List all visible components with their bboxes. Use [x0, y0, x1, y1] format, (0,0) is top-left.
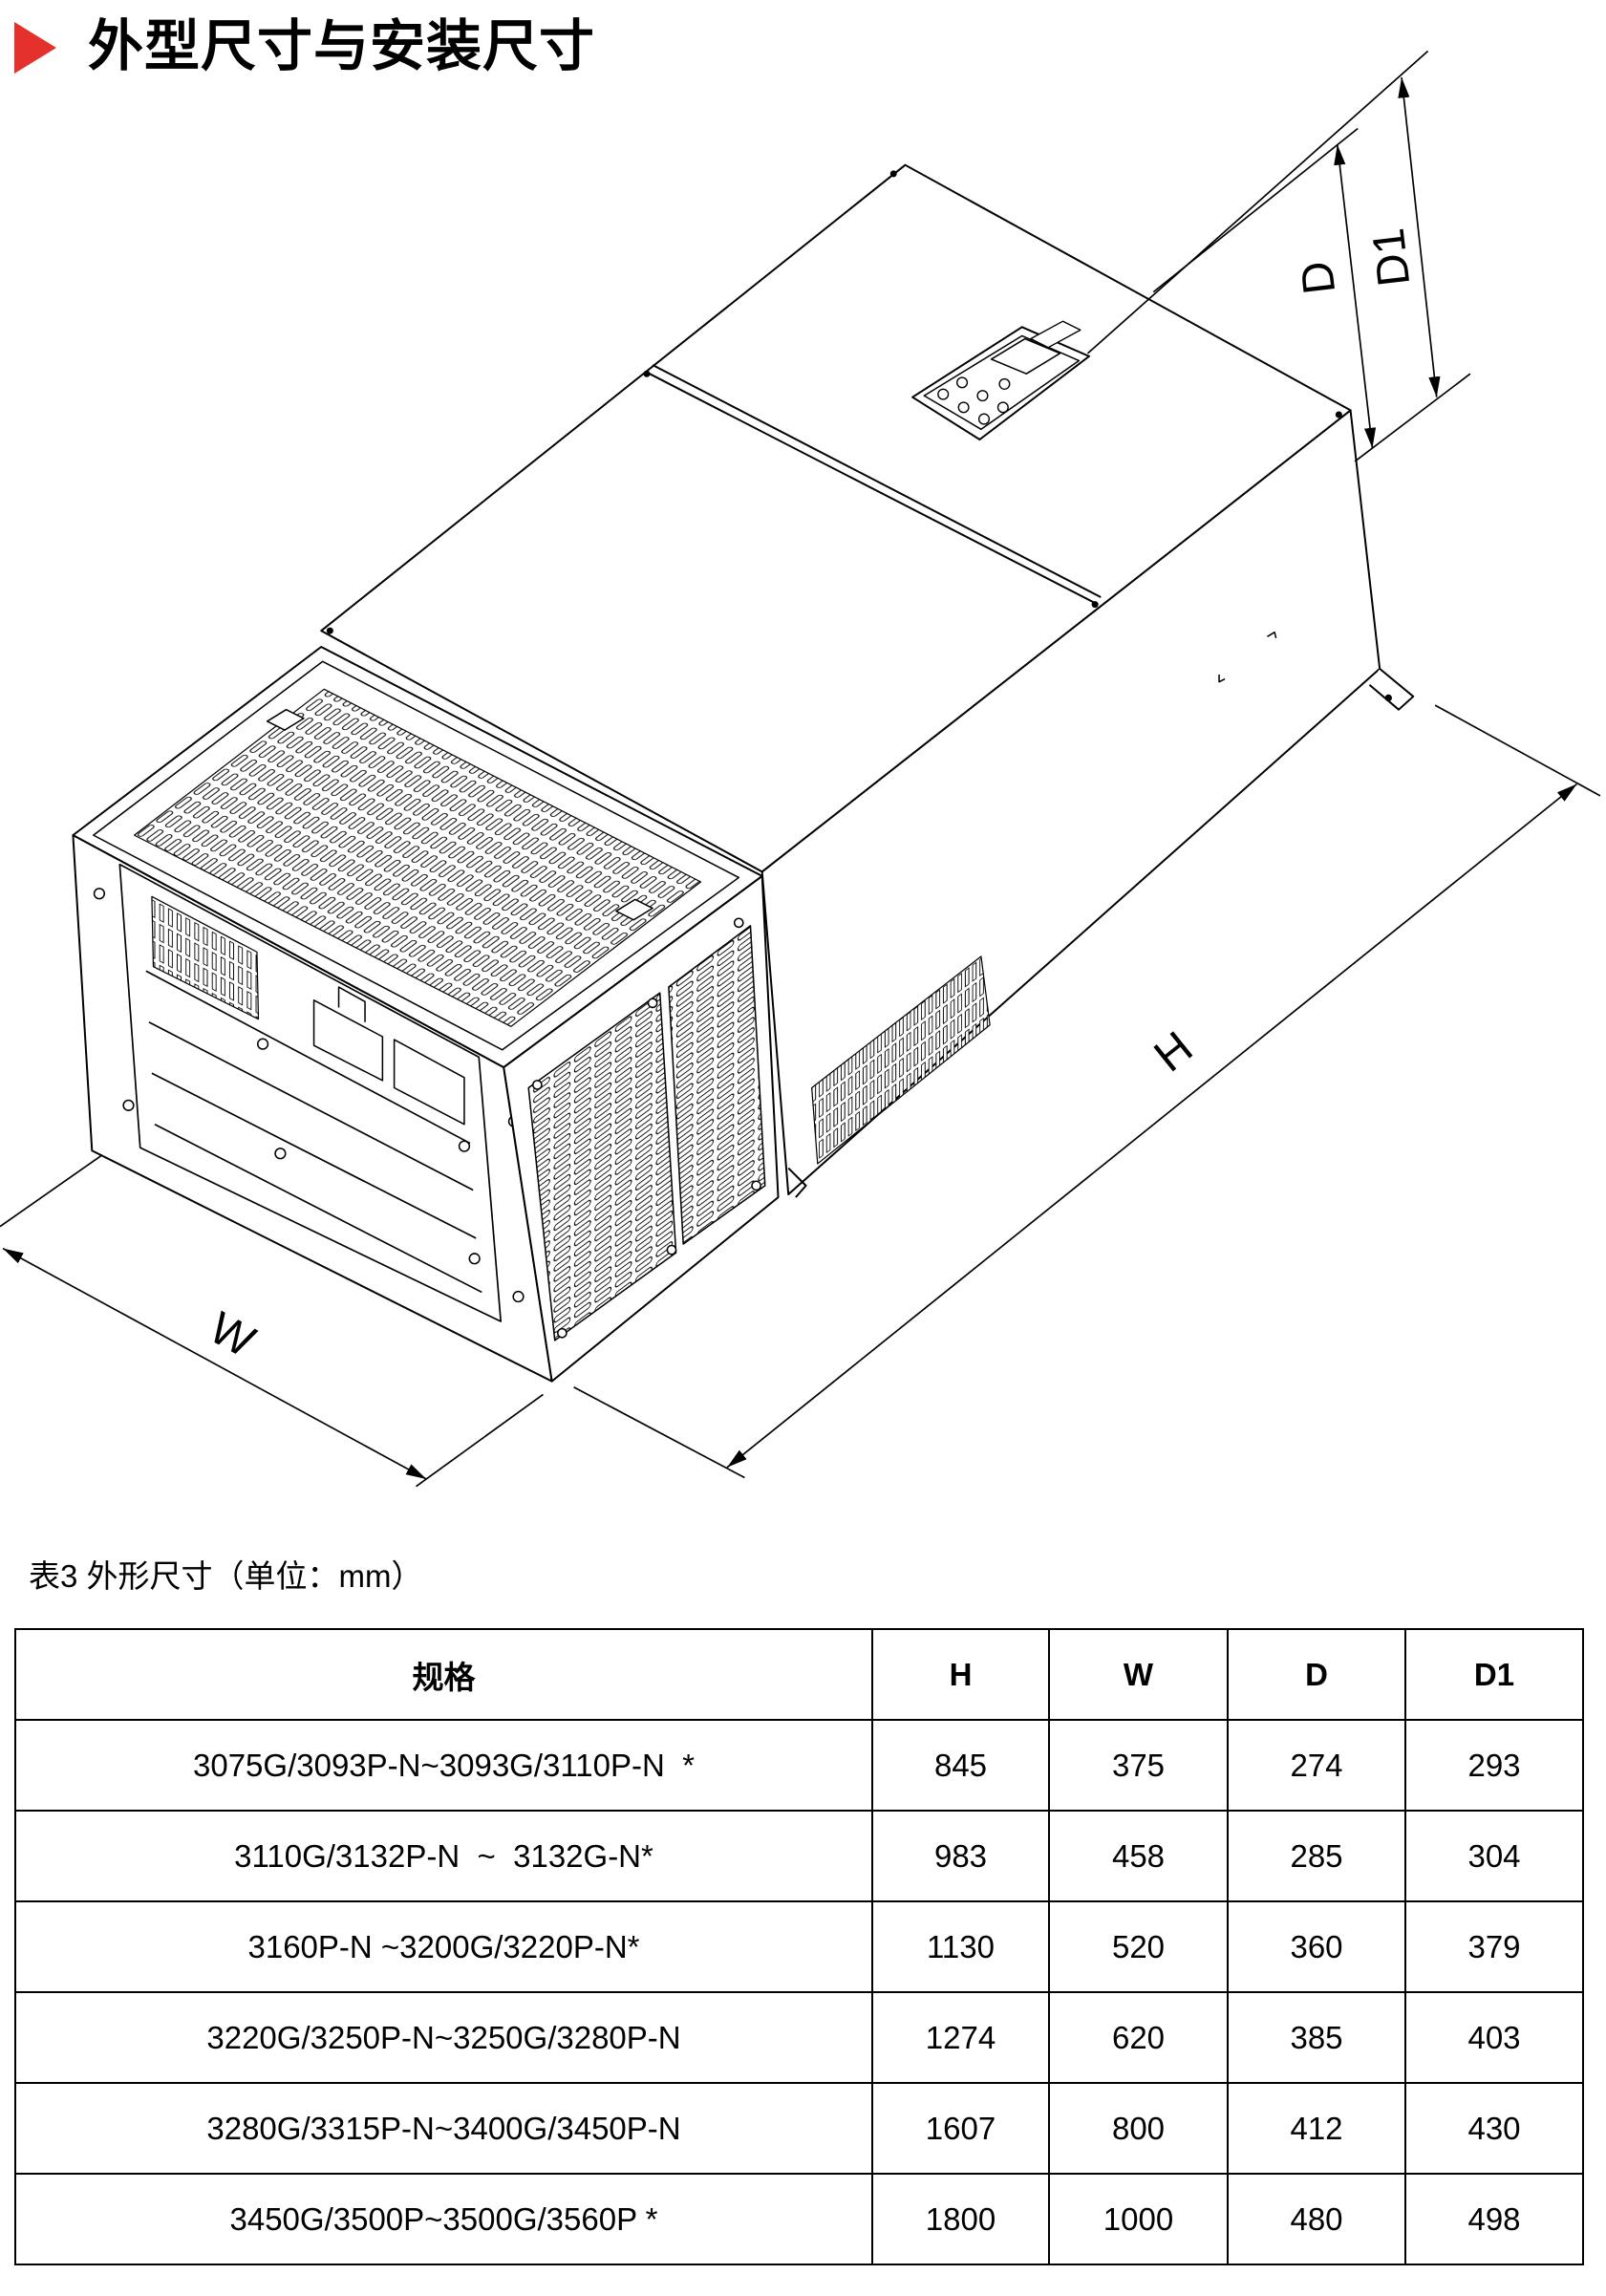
cell-w: 1000 [1048, 2173, 1229, 2265]
dimensions-table: 规格 H W D D1 3075G/3093P-N~3093G/3110P-N … [14, 1628, 1584, 2265]
cell-d1: 379 [1404, 1900, 1584, 1993]
cell-w: 620 [1048, 1991, 1229, 2084]
table-row: 3110G/3132P-N ~ 3132G-N* 983 458 285 304 [14, 1810, 1584, 1902]
cell-d: 480 [1227, 2173, 1406, 2265]
top-grill [133, 688, 702, 1027]
cell-h: 983 [871, 1810, 1050, 1902]
fan-box [72, 645, 780, 1383]
section-title: 外型尺寸与安装尺寸 [88, 15, 596, 77]
label-w: W [202, 1302, 264, 1367]
cell-spec: 3220G/3250P-N~3250G/3280P-N [14, 1991, 873, 2084]
dimension-d1 [1086, 50, 1441, 397]
keypad-icon [911, 320, 1091, 440]
column-header-spec: 规格 [14, 1628, 873, 1721]
cell-d: 274 [1227, 1719, 1406, 1812]
table-row: 3220G/3250P-N~3250G/3280P-N 1274 620 385… [14, 1991, 1584, 2084]
cell-w: 458 [1048, 1810, 1229, 1902]
cell-spec: 3450G/3500P~3500G/3560P * [14, 2173, 873, 2265]
cell-d1: 304 [1404, 1810, 1584, 1902]
cell-h: 845 [871, 1719, 1050, 1812]
section-marker-icon [14, 22, 56, 74]
table-row: 3450G/3500P~3500G/3560P * 1800 1000 480 … [14, 2173, 1584, 2265]
cell-w: 800 [1048, 2082, 1229, 2175]
dimension-w [0, 1154, 544, 1488]
table-row: 3160P-N ~3200G/3220P-N* 1130 520 360 379 [14, 1900, 1584, 1993]
cell-w: 520 [1048, 1900, 1229, 1993]
label-d: D [1292, 259, 1346, 297]
label-h: H [1145, 1022, 1202, 1083]
table-header-row: 规格 H W D D1 [14, 1628, 1584, 1721]
cell-d1: 430 [1404, 2082, 1584, 2175]
cell-h: 1130 [871, 1900, 1050, 1993]
label-d1: D1 [1363, 225, 1421, 289]
column-header-d: D [1227, 1628, 1406, 1721]
cell-h: 1800 [871, 2173, 1050, 2265]
dimension-h [573, 704, 1601, 1479]
cell-spec: 3075G/3093P-N~3093G/3110P-N * [14, 1719, 873, 1812]
column-header-h: H [871, 1628, 1050, 1721]
cell-spec: 3280G/3315P-N~3400G/3450P-N [14, 2082, 873, 2175]
table-row: 3075G/3093P-N~3093G/3110P-N * 845 375 27… [14, 1719, 1584, 1812]
cell-d1: 498 [1404, 2173, 1584, 2265]
cell-spec: 3110G/3132P-N ~ 3132G-N* [14, 1810, 873, 1902]
column-header-d1: D1 [1404, 1628, 1584, 1721]
cell-d1: 403 [1404, 1991, 1584, 2084]
cell-w: 375 [1048, 1719, 1229, 1812]
column-header-w: W [1048, 1628, 1229, 1721]
table-row: 3280G/3315P-N~3400G/3450P-N 1607 800 412… [14, 2082, 1584, 2175]
cell-spec: 3160P-N ~3200G/3220P-N* [14, 1900, 873, 1993]
cell-d1: 293 [1404, 1719, 1584, 1812]
side-grill-left [527, 992, 677, 1341]
cell-d: 285 [1227, 1810, 1406, 1902]
cell-h: 1607 [871, 2082, 1050, 2175]
table-caption: 表3 外形尺寸（单位：mm） [29, 1558, 423, 1594]
cell-d: 412 [1227, 2082, 1406, 2175]
cell-d: 360 [1227, 1900, 1406, 1993]
cell-h: 1274 [871, 1991, 1050, 2084]
dimension-drawing: W H D D1 [0, 50, 1601, 1488]
cell-d: 385 [1227, 1991, 1406, 2084]
front-grill [151, 895, 260, 1020]
